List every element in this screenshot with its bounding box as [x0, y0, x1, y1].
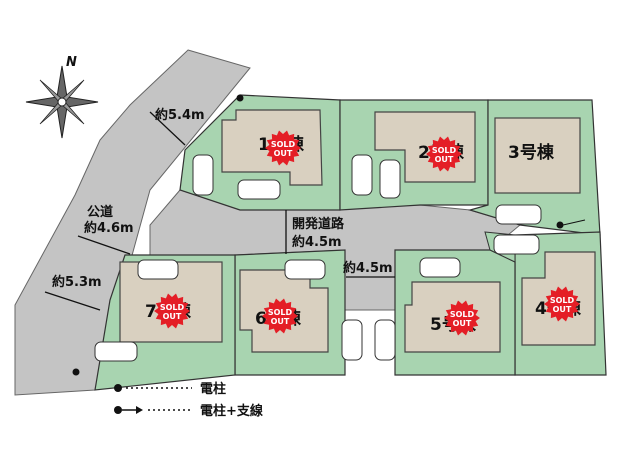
car-2b: [379, 159, 401, 199]
legend-pole-icon: [114, 384, 122, 392]
sold-badge-line2: OUT: [453, 319, 472, 328]
sold-badge-star: [444, 300, 480, 336]
compass-rose: [25, 65, 99, 139]
legend-pole-guy-icon: [114, 406, 122, 414]
sold-badge-line1: SOLD: [271, 140, 296, 149]
guy-wire: [562, 219, 586, 226]
width-bottom-label: 約5.3m: [52, 274, 102, 290]
sold-badge-star: [262, 298, 298, 334]
width-arrow-bottom: [44, 291, 101, 311]
sold-badge-line1: SOLD: [432, 146, 457, 155]
dev-road-label: 開発道路: [292, 216, 345, 232]
compass-center: [57, 97, 67, 107]
car-5: [419, 257, 461, 278]
car-3: [495, 204, 542, 225]
sold-badge-line1: SOLD: [450, 310, 475, 319]
pole-2: [556, 221, 564, 229]
lot-3-house: [494, 117, 581, 194]
width-mid-label: 約4.6m: [84, 220, 134, 236]
sold-badge-star: [544, 286, 580, 322]
sold-badge-line1: SOLD: [550, 296, 575, 305]
car-1b: [237, 179, 281, 200]
legend: 電柱 電柱+支線: [114, 381, 264, 419]
legend-pole-guy-label: 電柱+支線: [200, 403, 264, 419]
legend-guy-arrow: [136, 406, 143, 414]
sold-badge-line2: OUT: [274, 149, 293, 158]
sold-badge-line1: SOLD: [268, 308, 293, 317]
car-6b: [341, 319, 363, 361]
car-6a: [284, 259, 326, 280]
sold-badge-line2: OUT: [435, 155, 454, 164]
public-road: [14, 49, 251, 396]
dev-road-width-label: 約4.5m: [292, 234, 342, 250]
sold-badge-line2: OUT: [163, 312, 182, 321]
width-arrow-mid: [77, 235, 131, 255]
cars-layer: [94, 154, 542, 362]
sold-badge-star: [265, 130, 301, 166]
branch-width-label: 約4.5m: [343, 260, 393, 276]
lot-3-label: 3号棟: [508, 142, 555, 163]
north-label: N: [66, 55, 77, 70]
public-road-label: 公道: [87, 204, 113, 220]
sold-badge-line2: OUT: [553, 305, 572, 314]
sold-badge-star: [426, 136, 462, 172]
legend-pole-label: 電柱: [200, 381, 226, 397]
car-2a: [351, 154, 373, 196]
pole-1: [236, 94, 244, 102]
sold-badge-line1: SOLD: [160, 303, 185, 312]
car-1a: [192, 154, 214, 196]
dimension-lines: [44, 111, 395, 311]
car-7a: [137, 259, 179, 280]
poles-layer: [72, 94, 564, 376]
car-7b: [94, 341, 138, 362]
car-6c: [374, 319, 396, 361]
sold-badge-star: [154, 293, 190, 329]
car-4: [493, 234, 540, 255]
pole-3: [72, 368, 80, 376]
sold-badge-line2: OUT: [271, 317, 290, 326]
width-top-label: 約5.4m: [155, 107, 205, 123]
width-arrow-top: [149, 111, 186, 146]
